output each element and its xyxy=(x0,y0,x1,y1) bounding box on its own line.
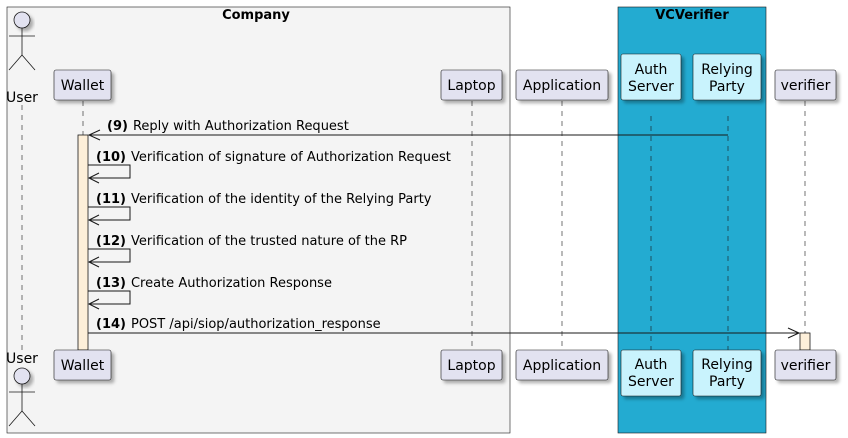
actor-user-bottom xyxy=(8,367,36,427)
participant-laptop-top xyxy=(440,69,503,101)
participant-wallet-label-bottom: Wallet xyxy=(61,358,105,374)
participant-application-top xyxy=(515,69,609,101)
message-10-label: (10)Verification of signature of Authori… xyxy=(96,150,451,165)
activation-verifier xyxy=(799,332,811,351)
participant-laptop-label-bottom: Laptop xyxy=(447,358,495,374)
participant-wallet-bottom xyxy=(53,349,112,381)
message-12-arrowhead xyxy=(87,256,100,268)
message-10-arrowhead xyxy=(87,172,100,184)
participant-wallet-top xyxy=(53,69,112,101)
participant-laptop-label-top: Laptop xyxy=(447,78,495,94)
participant-verifier-label-bottom: verifier xyxy=(781,358,831,374)
participant-application-bottom xyxy=(515,349,609,381)
message-11-arrowhead xyxy=(87,214,100,226)
message-13-label: (13)Create Authorization Response xyxy=(96,276,332,291)
participant-verifier-bottom xyxy=(774,349,837,381)
message-13-line xyxy=(88,290,131,305)
participant-user-label-bottom: User xyxy=(6,351,38,367)
message-9-label: (9)Reply with Authorization Request xyxy=(107,119,349,134)
participant-auth-server-bottom xyxy=(620,349,682,397)
participant-wallet-label-top: Wallet xyxy=(61,78,105,94)
group-vcverifier-title: VCVerifier xyxy=(655,8,729,23)
actor-user-top xyxy=(8,11,36,71)
activation-wallet xyxy=(77,134,89,351)
message-14-arrowhead xyxy=(787,327,801,339)
message-9-arrowhead xyxy=(87,129,101,141)
participant-auth-server-top xyxy=(620,53,682,101)
participant-application-label-bottom: Application xyxy=(523,358,601,374)
group-company-title: Company xyxy=(222,8,290,23)
message-14-label: (14)POST /api/siop/authorization_respons… xyxy=(96,317,381,332)
participant-relying-party-bottom xyxy=(692,349,762,397)
message-11-label: (11)Verification of the identity of the … xyxy=(96,192,432,207)
message-12-label: (12)Verification of the trusted nature o… xyxy=(96,234,407,249)
participant-user-label-top: User xyxy=(6,90,38,106)
message-12-line xyxy=(88,248,131,263)
message-10-line xyxy=(88,164,131,179)
message-arrows xyxy=(87,129,801,339)
participant-laptop-bottom xyxy=(440,349,503,381)
message-13-arrowhead xyxy=(87,298,100,310)
message-11-line xyxy=(88,206,131,221)
participant-application-label-top: Application xyxy=(523,78,601,94)
participant-verifier-label-top: verifier xyxy=(781,78,831,94)
participant-verifier-top xyxy=(774,69,837,101)
participant-relying-party-top xyxy=(692,53,762,101)
